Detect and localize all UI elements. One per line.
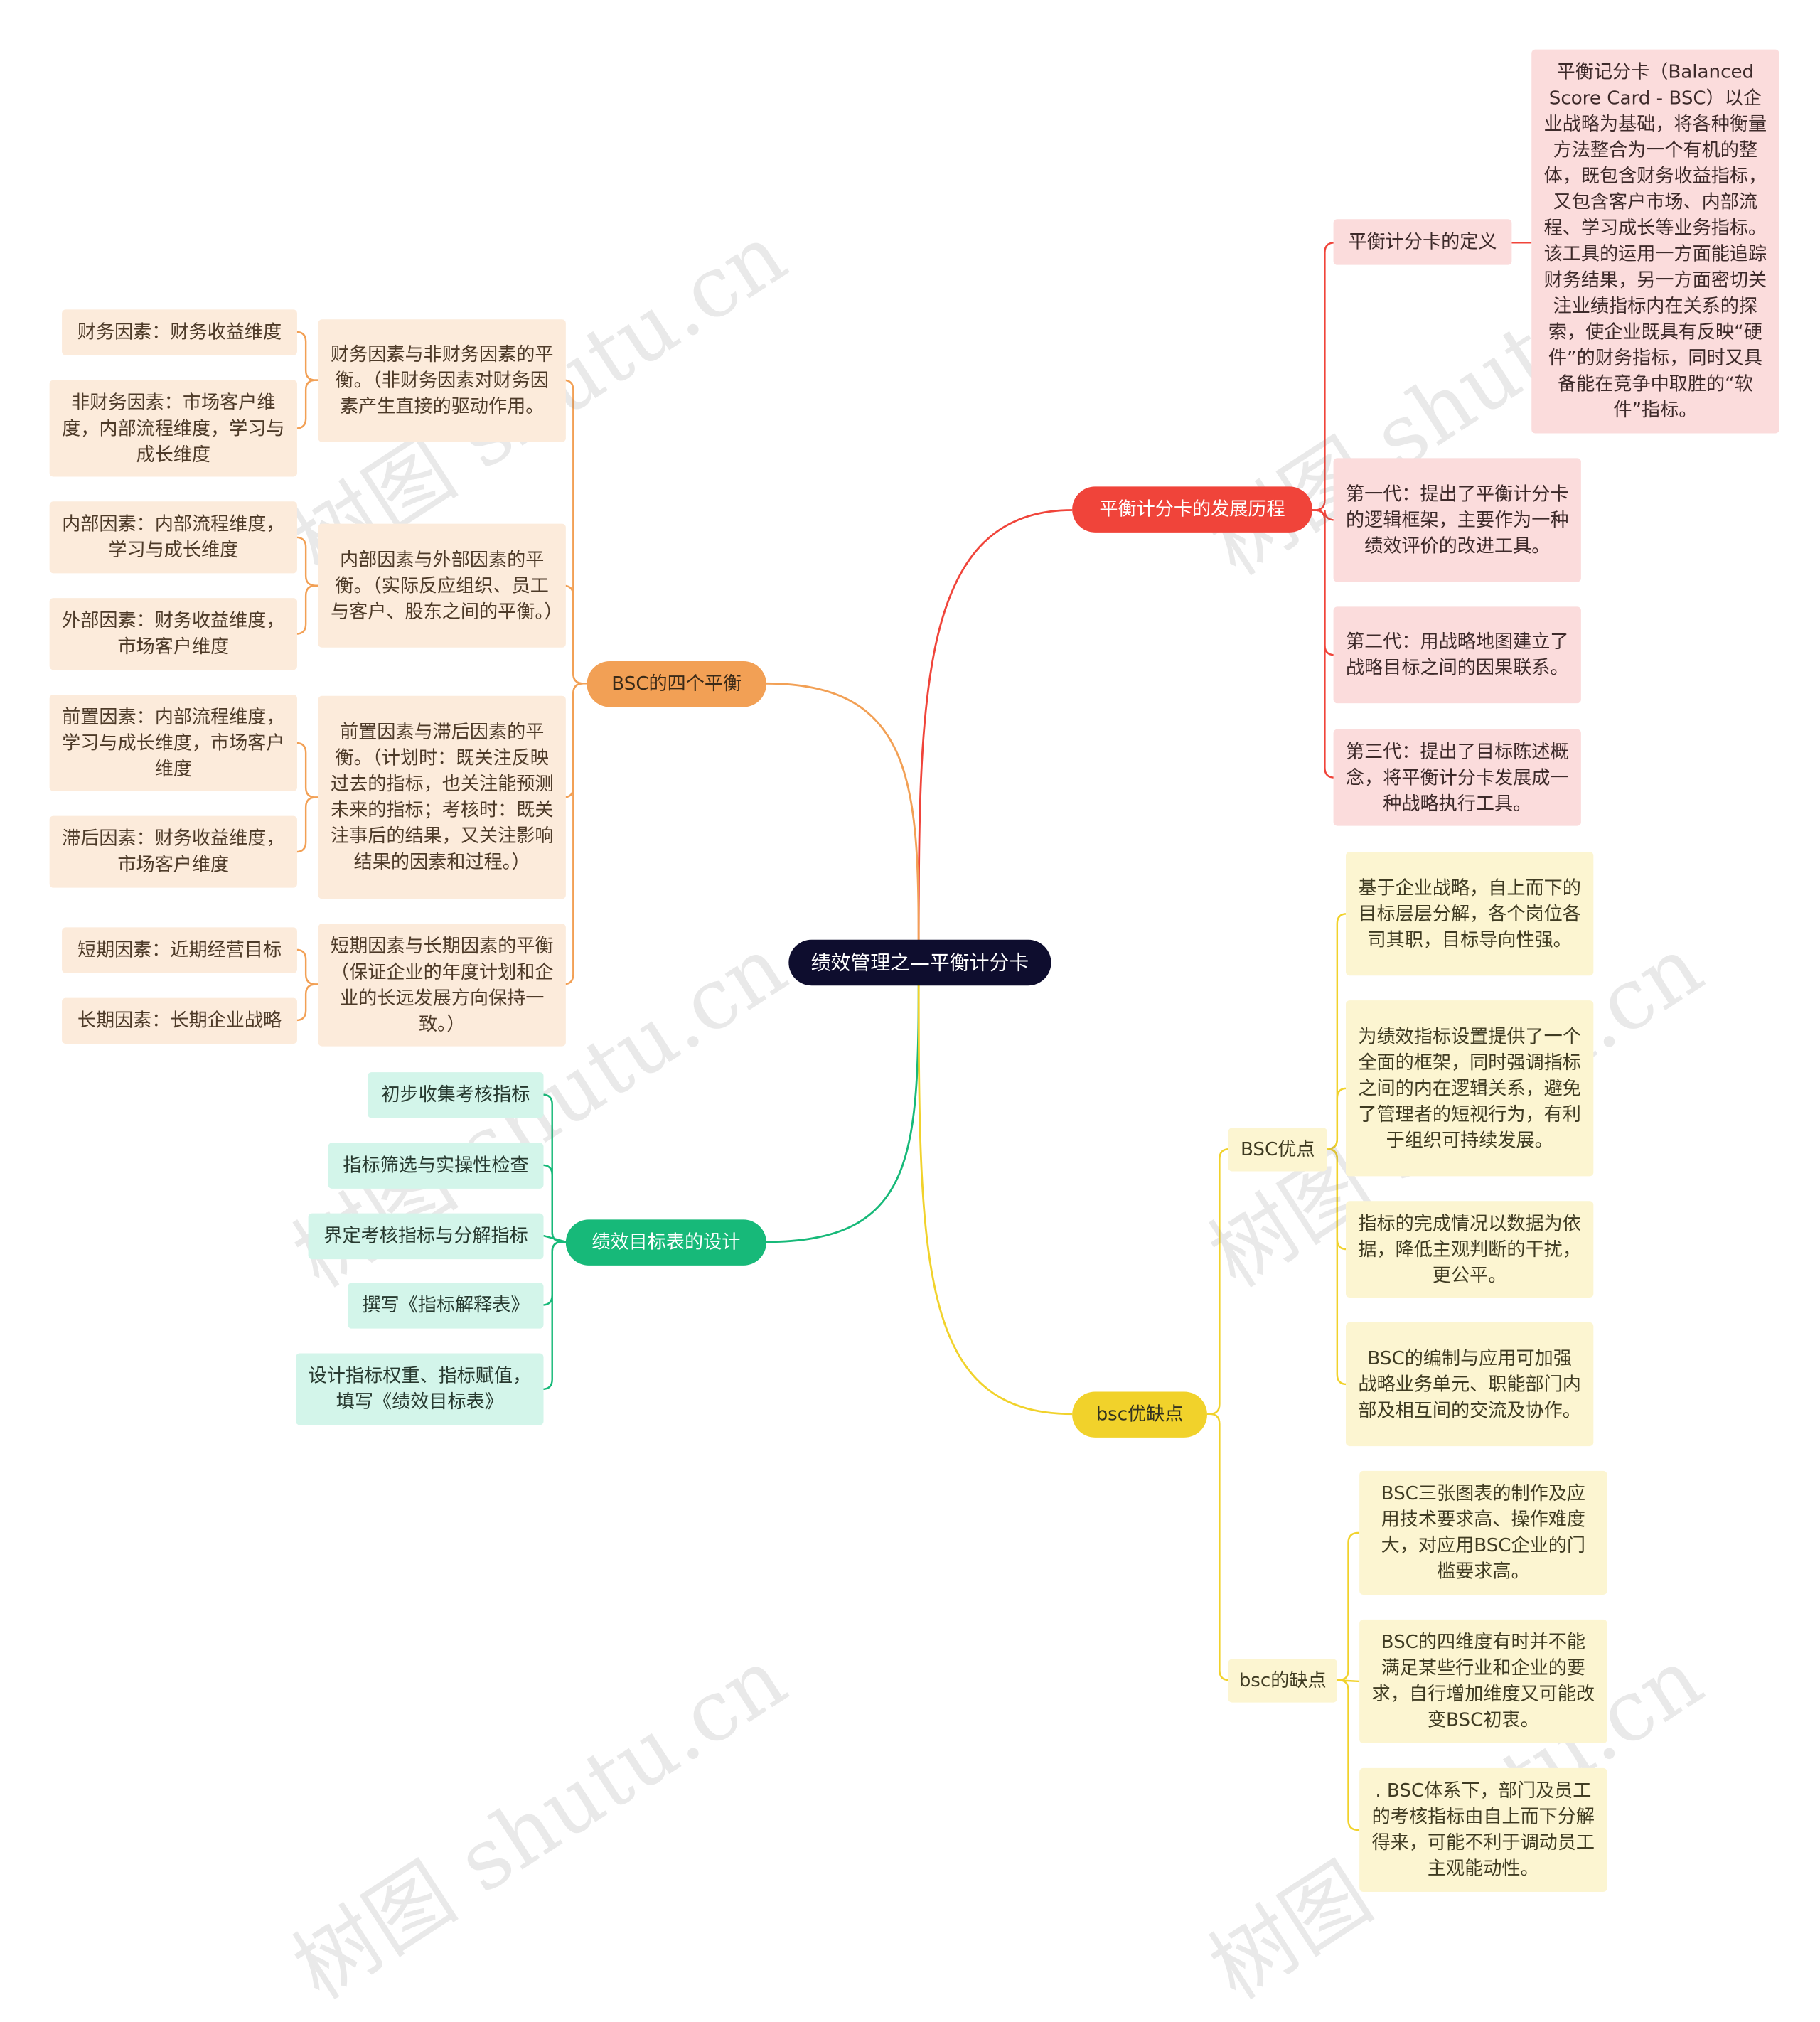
history-definition-text[interactable]: 平衡记分卡（Balanced Score Card - BSC）以企业战略为基础… (1531, 49, 1779, 434)
design-step-1[interactable]: 初步收集考核指标 (368, 1072, 544, 1118)
branch-pros-cons[interactable]: bsc优缺点 (1072, 1391, 1207, 1438)
connector-lines (296, 242, 1532, 1831)
balance-item-3[interactable]: 前置因素与滞后因素的平衡。（计划时：既关注反映过去的指标，也关注能预测未来的指标… (318, 695, 566, 899)
con-item-1[interactable]: BSC三张图表的制作及应用技术要求高、操作难度大，对应用BSC企业的门槛要求高。 (1359, 1470, 1607, 1595)
balance-item-4[interactable]: 短期因素与长期因素的平衡（保证企业的年度计划和企业的长远发展方向保持一致。） (318, 924, 566, 1047)
design-step-5[interactable]: 设计指标权重、指标赋值，填写《绩效目标表》 (296, 1353, 544, 1425)
balance-item-1[interactable]: 财务因素与非财务因素的平衡。（非财务因素对财务因素产生直接的驱动作用。 (318, 319, 566, 442)
balance-item-3-child-1[interactable]: 前置因素：内部流程维度，学习与成长维度，市场客户维度 (49, 694, 297, 791)
history-gen3[interactable]: 第三代：提出了目标陈述概念，将平衡计分卡发展成一种战略执行工具。 (1333, 729, 1581, 826)
balance-item-4-child-1[interactable]: 短期因素：近期经营目标 (62, 927, 297, 973)
history-definition-label[interactable]: 平衡计分卡的定义 (1333, 219, 1512, 265)
history-gen2[interactable]: 第二代：用战略地图建立了战略目标之间的因果联系。 (1333, 606, 1581, 704)
pros-label[interactable]: BSC优点 (1228, 1128, 1327, 1172)
balance-item-2-child-2[interactable]: 外部因素：财务收益维度，市场客户维度 (49, 598, 297, 670)
design-step-4[interactable]: 撰写《指标解释表》 (348, 1283, 544, 1329)
mindmap-canvas: 树图 shutu.cn 树图 shutu.cn 树图 shutu.cn 树图 s… (49, 49, 1779, 2019)
cons-label[interactable]: bsc的缺点 (1228, 1659, 1337, 1703)
branch-history[interactable]: 平衡计分卡的发展历程 (1072, 486, 1312, 533)
design-step-3[interactable]: 界定考核指标与分解指标 (308, 1213, 544, 1260)
balance-item-3-child-2[interactable]: 滞后因素：财务收益维度，市场客户维度 (49, 815, 297, 888)
balance-item-4-child-2[interactable]: 长期因素：长期企业战略 (62, 997, 297, 1044)
design-step-2[interactable]: 指标筛选与实操性检查 (328, 1143, 544, 1189)
balance-item-2[interactable]: 内部因素与外部因素的平衡。（实际反应组织、员工与客户、股东之间的平衡。） (318, 523, 566, 648)
balance-item-2-child-1[interactable]: 内部因素：内部流程维度，学习与成长维度 (49, 501, 297, 574)
root-topic[interactable]: 绩效管理之—平衡计分卡 (788, 939, 1051, 986)
branch-design[interactable]: 绩效目标表的设计 (565, 1219, 766, 1266)
pro-item-3[interactable]: 指标的完成情况以数据为依据，降低主观判断的干扰，更公平。 (1346, 1201, 1594, 1298)
branch-four-balances[interactable]: BSC的四个平衡 (587, 660, 766, 707)
con-item-2[interactable]: BSC的四维度有时并不能满足某些行业和企业的要求，自行增加维度又可能改变BSC初… (1359, 1619, 1607, 1744)
pro-item-2[interactable]: 为绩效指标设置提供了一个全面的框架，同时强调指标之间的内在逻辑关系，避免了管理者… (1346, 1000, 1594, 1177)
balance-item-1-child-2[interactable]: 非财务因素：市场客户维度，内部流程维度，学习与成长维度 (49, 380, 297, 477)
balance-item-1-child-1[interactable]: 财务因素：财务收益维度 (62, 309, 297, 355)
pro-item-1[interactable]: 基于企业战略，自上而下的目标层层分解，各个岗位各司其职，目标导向性强。 (1346, 852, 1594, 976)
history-gen1[interactable]: 第一代：提出了平衡计分卡的逻辑框架，主要作为一种绩效评价的改进工具。 (1333, 458, 1581, 582)
pro-item-4[interactable]: BSC的编制与应用可加强战略业务单元、职能部门内部及相互间的交流及协作。 (1346, 1322, 1594, 1447)
con-item-3[interactable]: . BSC体系下，部门及员工的考核指标由自上而下分解得来，可能不利于调动员工主观… (1359, 1767, 1607, 1893)
